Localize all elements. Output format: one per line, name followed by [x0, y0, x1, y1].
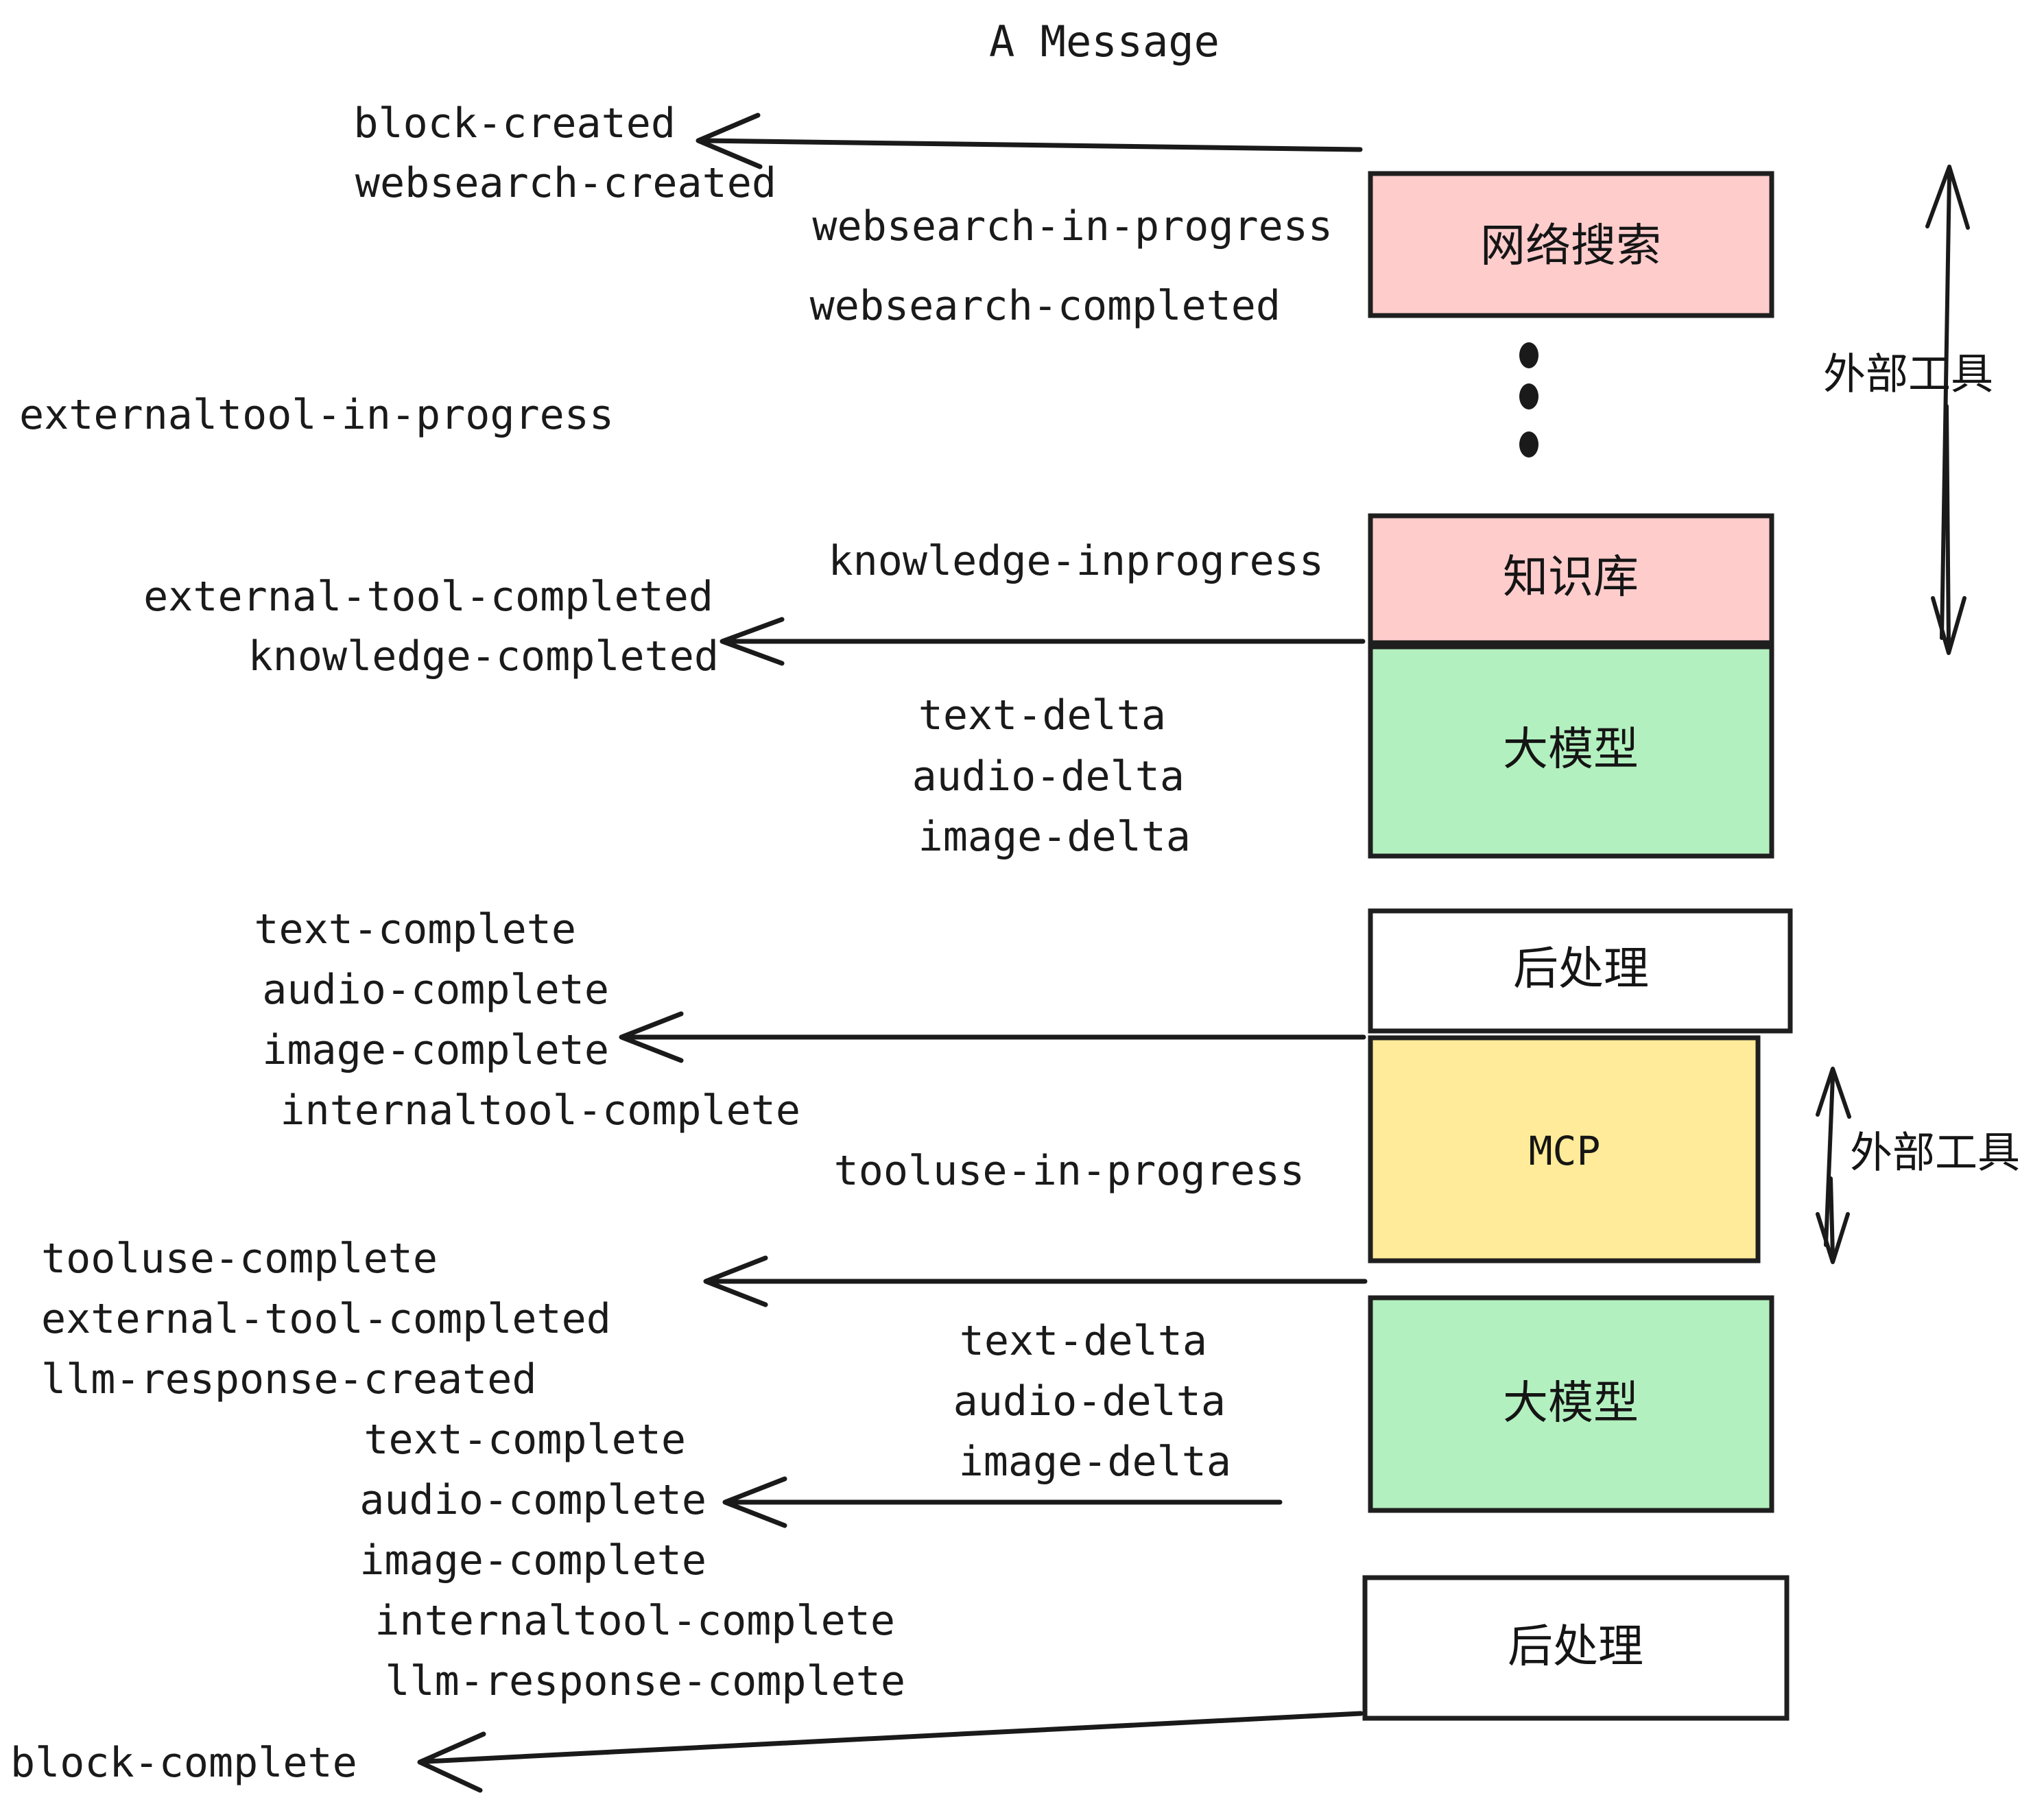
event-audio-delta-2: audio-delta [953, 1377, 1226, 1425]
event-text-delta-2: text-delta [960, 1317, 1207, 1365]
node-llm-upper[interactable]: 大模型 [1368, 644, 1774, 859]
arrow-tooluse-complete [703, 1255, 1368, 1307]
event-knowledge-inprogress: knowledge-inprogress [829, 537, 1324, 585]
external-tools-lower-label: 外部工具 [1850, 1128, 2020, 1178]
event-websearch-in-progress: websearch-in-progress [812, 202, 1333, 250]
node-knowledge[interactable]: 知识库 [1368, 513, 1774, 645]
event-external-tool-completed-2: external-tool-completed [41, 1295, 611, 1343]
node-mcp-label: MCP [1529, 1128, 1601, 1174]
external-tools-upper-arrow [1925, 165, 1970, 655]
node-llm-lower-label: 大模型 [1503, 1377, 1639, 1429]
event-llm-response-complete: llm-response-complete [385, 1657, 905, 1705]
event-internaltool-complete-2: internaltool-complete [375, 1597, 895, 1645]
arrow-audio-complete [722, 1476, 1283, 1528]
node-llm-lower[interactable]: 大模型 [1368, 1295, 1774, 1513]
node-websearch-rect [1368, 171, 1774, 318]
event-internaltool-complete-1: internaltool-complete [280, 1087, 800, 1135]
event-block-complete: block-complete [10, 1739, 357, 1787]
event-image-delta-1: image-delta [918, 813, 1191, 861]
event-text-delta-1: text-delta [918, 691, 1166, 739]
node-postprocess-upper-label: 后处理 [1513, 942, 1649, 995]
node-postprocess-lower-label: 后处理 [1508, 1620, 1643, 1673]
event-tooluse-complete: tooluse-complete [41, 1235, 438, 1283]
event-external-tool-completed-1: external-tool-completed [143, 573, 713, 621]
event-text-complete-2: text-complete [364, 1416, 686, 1464]
external-tools-lower-arrow [1816, 1067, 1851, 1264]
event-text-complete-1: text-complete [254, 905, 576, 953]
node-postprocess-upper[interactable]: 后处理 [1368, 908, 1793, 1034]
event-audio-complete-1: audio-complete [262, 966, 609, 1014]
node-postprocess-upper-rect [1368, 908, 1793, 1034]
node-websearch[interactable]: 网络搜索 [1368, 171, 1774, 318]
event-image-complete-1: image-complete [262, 1026, 609, 1074]
event-websearch-created: websearch-created [355, 159, 776, 207]
node-llm-lower-rect [1368, 1295, 1774, 1513]
node-mcp[interactable]: MCP [1368, 1035, 1761, 1263]
ellipsis-dots [1519, 342, 1538, 458]
arrow-knowledge-completed [720, 617, 1366, 666]
node-postprocess-lower[interactable]: 后处理 [1362, 1575, 1790, 1721]
node-postprocess-lower-rect [1362, 1575, 1790, 1721]
event-image-delta-2: image-delta [959, 1438, 1231, 1486]
node-knowledge-rect [1368, 513, 1774, 645]
event-llm-response-created: llm-response-created [41, 1355, 536, 1403]
node-llm-upper-label: 大模型 [1503, 723, 1639, 776]
arrow-block-created [696, 112, 1363, 169]
arrow-image-complete [619, 1011, 1366, 1063]
event-image-complete-2: image-complete [359, 1536, 706, 1585]
arrow-block-complete [417, 1711, 1364, 1793]
external-tools-upper-label: 外部工具 [1823, 349, 1993, 399]
event-knowledge-completed: knowledge-completed [248, 632, 719, 680]
node-knowledge-label: 知识库 [1503, 551, 1639, 604]
event-block-created: block-created [353, 99, 676, 147]
node-llm-upper-rect [1368, 644, 1774, 859]
node-mcp-rect [1368, 1035, 1761, 1263]
event-tooluse-in-progress: tooluse-in-progress [834, 1147, 1305, 1195]
node-websearch-label: 网络搜索 [1480, 219, 1661, 272]
event-audio-delta-1: audio-delta [912, 752, 1185, 800]
event-externaltool-in-progress: externaltool-in-progress [19, 391, 614, 439]
diagram-title: A Message [989, 16, 1220, 67]
event-audio-complete-2: audio-complete [359, 1476, 706, 1524]
event-websearch-completed: websearch-completed [810, 282, 1281, 330]
